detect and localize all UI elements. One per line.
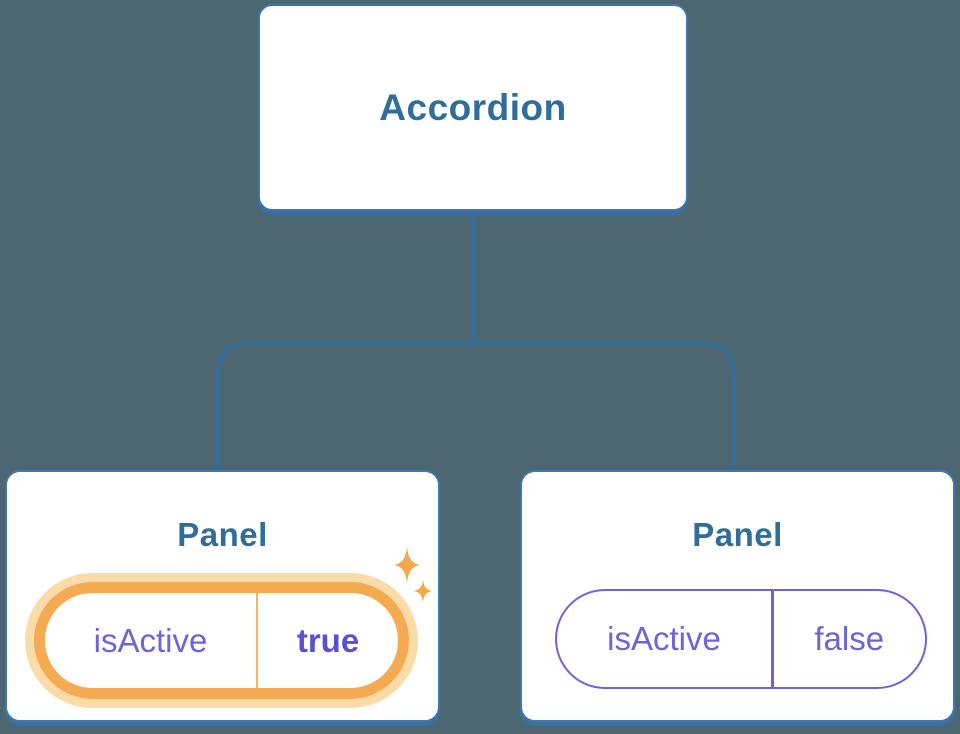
panel-title: Panel	[692, 516, 783, 553]
state-prop-name: isActive	[93, 621, 208, 659]
panel-node-active: Panel isActive true	[5, 470, 440, 722]
pill-divider	[256, 593, 258, 688]
state-pill-highlighted: isActive true	[34, 582, 409, 699]
state-pill-plain: isActive false	[555, 589, 927, 689]
sparkle-large	[394, 546, 420, 584]
state-prop-value: false	[814, 620, 885, 657]
state-prop-name: isActive	[607, 620, 721, 657]
sparkles-icon	[394, 546, 433, 603]
accordion-node: Accordion	[258, 4, 688, 211]
panel-title: Panel	[177, 516, 268, 553]
panel-node-inactive: Panel isActive false	[520, 470, 955, 722]
state-prop-value: true	[296, 621, 360, 659]
accordion-node-label: Accordion	[379, 86, 567, 128]
connector-branch	[215, 342, 736, 474]
pill-divider	[771, 591, 774, 687]
sparkle-small	[413, 579, 433, 603]
